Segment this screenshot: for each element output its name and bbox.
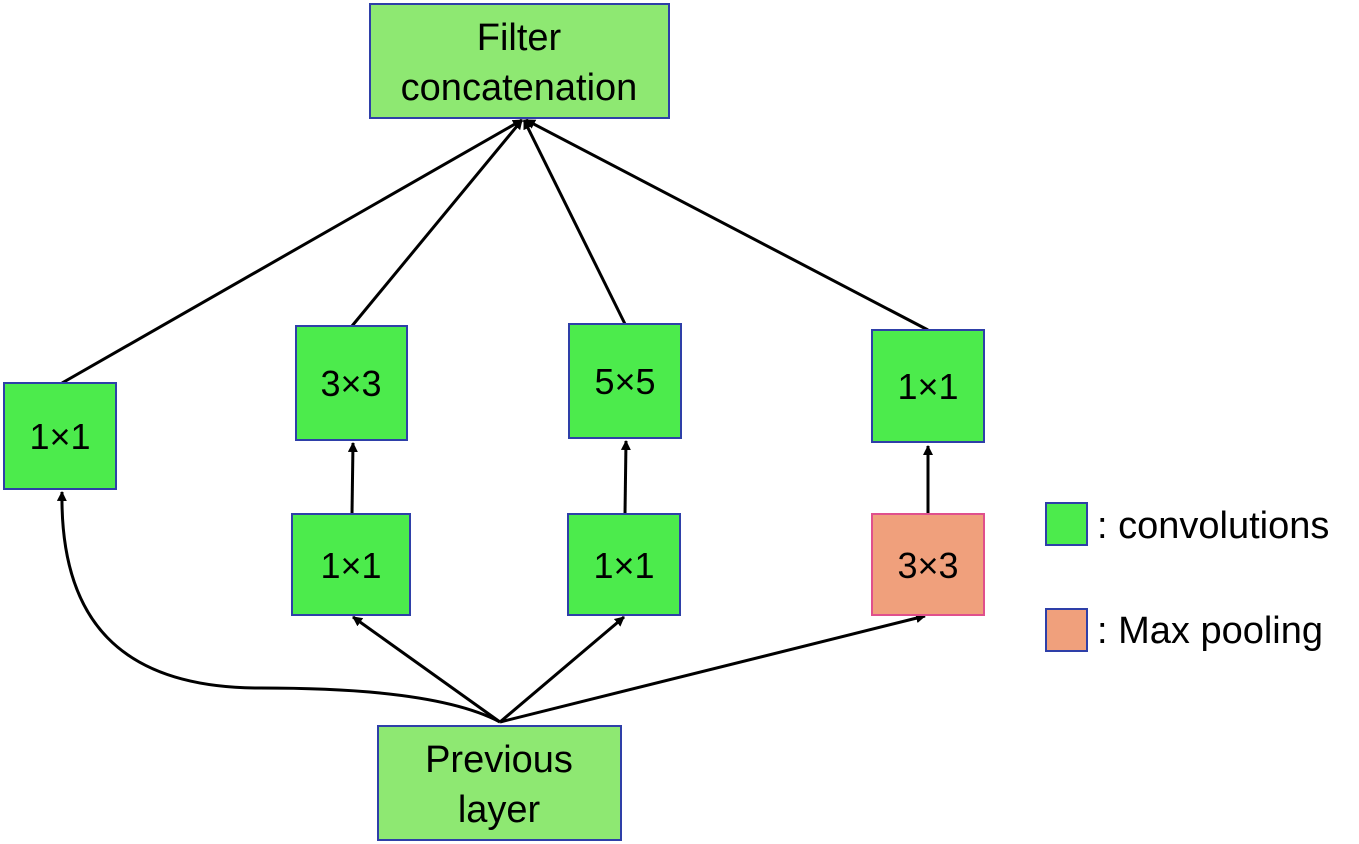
previous-layer-box: Previous layer: [377, 725, 622, 841]
legend-convolutions-label: : convolutions: [1097, 505, 1329, 547]
branch3-lower-conv-box: 1×1: [567, 513, 681, 616]
branch2-lower-conv-box: 1×1: [291, 513, 411, 616]
branch3-upper-conv-box: 5×5: [568, 323, 682, 439]
legend: : convolutions : Max pooling: [1045, 502, 1329, 652]
arrow-branch4-to-concat: [525, 118, 929, 332]
branch4-upper-conv-label: 1×1: [897, 366, 958, 407]
legend-convolutions: : convolutions: [1045, 502, 1329, 547]
arrow-branch3-lower-to-upper: [620, 440, 631, 515]
branch3-upper-conv-label: 5×5: [594, 361, 655, 402]
branch2-lower-conv-label: 1×1: [320, 545, 381, 586]
branch1-conv-box: 1×1: [3, 382, 117, 490]
legend-max-pooling: : Max pooling: [1045, 608, 1323, 652]
legend-max-pooling-label: : Max pooling: [1097, 610, 1323, 652]
arrow-branch2-lower-to-upper: [347, 442, 358, 515]
branch3-lower-conv-label: 1×1: [593, 545, 654, 586]
legend-max-pooling-swatch: [1045, 608, 1088, 652]
branch1-conv-label: 1×1: [29, 416, 90, 457]
connections: [56, 118, 933, 724]
filter-concatenation-line1: Filter: [477, 17, 562, 59]
arrow-branch2-to-concat: [350, 119, 524, 327]
branch4-max-pool-box: 3×3: [871, 513, 985, 616]
arrow-branch3-to-concat: [522, 119, 627, 325]
branch2-upper-conv-label: 3×3: [320, 363, 381, 404]
arrow-branch1-to-concat: [61, 118, 523, 385]
arrow-prev-to-branch1: [56, 491, 501, 724]
arrow-prev-to-branch3: [499, 615, 625, 724]
branch4-upper-conv-box: 1×1: [871, 329, 985, 443]
previous-layer-line1: Previous: [425, 739, 573, 781]
filter-concatenation-line2: concatenation: [401, 67, 638, 109]
arrow-prev-to-branch2: [352, 615, 501, 724]
filter-concatenation-box: Filter concatenation: [369, 3, 670, 119]
arrow-prev-to-branch4: [499, 613, 926, 724]
legend-convolutions-swatch: [1045, 502, 1088, 546]
branch4-max-pool-label: 3×3: [897, 545, 958, 586]
previous-layer-line2: layer: [458, 789, 541, 831]
branch2-upper-conv-box: 3×3: [295, 325, 408, 441]
